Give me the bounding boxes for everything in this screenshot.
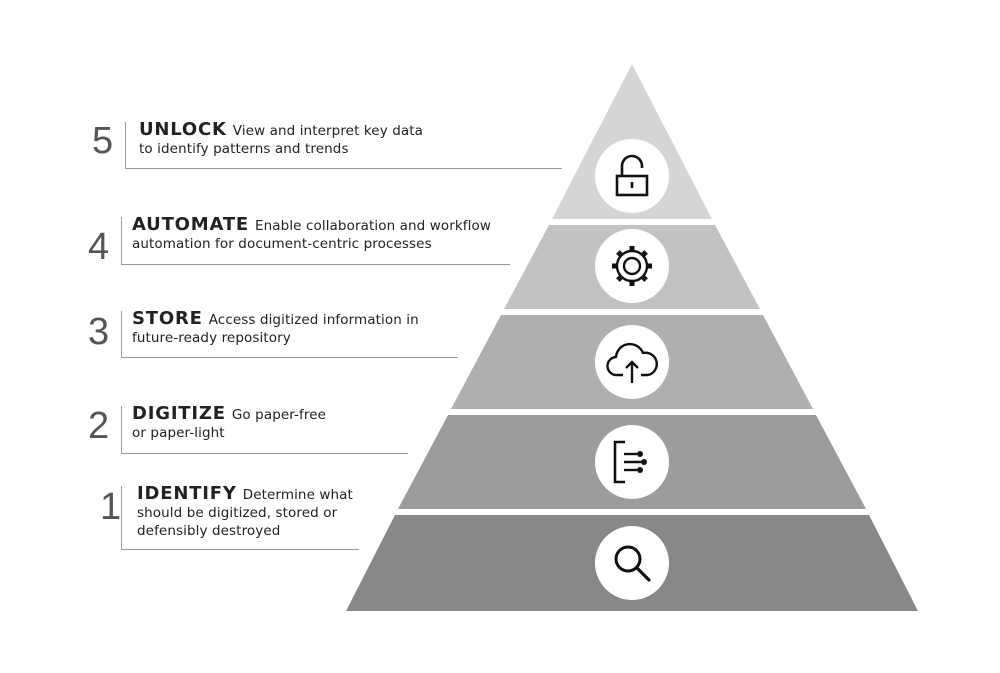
leader-line bbox=[121, 357, 458, 358]
leader-line bbox=[121, 549, 359, 550]
step-number: 2 bbox=[88, 405, 110, 447]
divider bbox=[121, 217, 122, 264]
leader-line bbox=[121, 264, 510, 265]
step-desc: Enable collaboration and workflow bbox=[255, 218, 491, 234]
step-title: DIGITIZE bbox=[132, 403, 226, 424]
step-desc: to identify patterns and trends bbox=[139, 141, 349, 157]
cloud-upload-icon bbox=[595, 325, 669, 399]
step-title: AUTOMATE bbox=[132, 214, 249, 235]
step-title: STORE bbox=[132, 308, 203, 329]
step-text: AUTOMATE Enable collaboration and workflo… bbox=[132, 216, 512, 253]
divider bbox=[121, 406, 122, 453]
step-number: 5 bbox=[92, 120, 114, 162]
step-desc: automation for document-centric processe… bbox=[132, 236, 432, 252]
leader-line bbox=[121, 453, 408, 454]
step-title: UNLOCK bbox=[139, 119, 227, 140]
divider bbox=[125, 122, 126, 168]
step-text: DIGITIZE Go paper-free or paper-light bbox=[132, 405, 412, 442]
step-desc: defensibly destroyed bbox=[137, 523, 281, 539]
step-text: IDENTIFY Determine what should be digitiz… bbox=[137, 485, 367, 540]
divider bbox=[121, 311, 122, 357]
step-desc: future-ready repository bbox=[132, 330, 291, 346]
step-desc: should be digitized, stored or bbox=[137, 505, 338, 521]
step-text: UNLOCK View and interpret key data to ide… bbox=[139, 121, 559, 158]
step-desc: Determine what bbox=[242, 487, 353, 503]
unlock-icon bbox=[595, 139, 669, 213]
document-icon bbox=[595, 425, 669, 499]
step-number: 4 bbox=[88, 226, 110, 268]
step-desc: Access digitized information in bbox=[208, 312, 419, 328]
divider bbox=[121, 486, 122, 549]
step-title: IDENTIFY bbox=[137, 483, 237, 504]
step-desc: or paper-light bbox=[132, 425, 225, 441]
step-text: STORE Access digitized information in fut… bbox=[132, 310, 462, 347]
gear-icon bbox=[595, 229, 669, 303]
leader-line bbox=[125, 168, 562, 169]
step-desc: Go paper-free bbox=[231, 407, 327, 423]
step-desc: View and interpret key data bbox=[232, 123, 423, 139]
step-number: 3 bbox=[88, 311, 110, 353]
search-icon bbox=[595, 526, 669, 600]
step-number: 1 bbox=[100, 486, 122, 528]
